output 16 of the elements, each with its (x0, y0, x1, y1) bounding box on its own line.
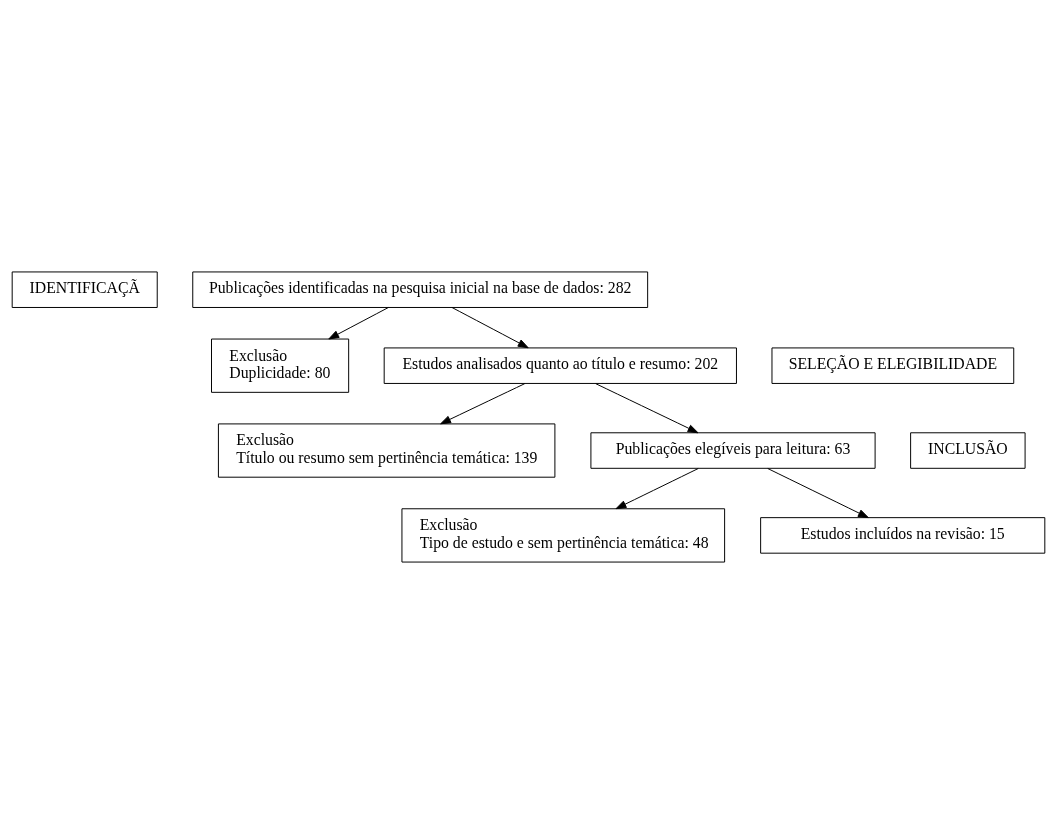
arrow (615, 468, 699, 510)
node-box: Exclusão Tipo de estudo e sem pertinência temática: 48 (401, 508, 726, 563)
arrow (440, 383, 526, 425)
node-box: Publicações elegíveis para leitura: 63 (590, 432, 876, 469)
node-box: INCLUSÃO (910, 432, 1026, 469)
node-box: Exclusão Duplicidade: 80 (211, 338, 350, 393)
node-box: Estudos incluídos na revisão: 15 (760, 517, 1046, 554)
node-box: Publicações identificadas na pesquisa inicial na base de dados: 282 (192, 271, 649, 308)
arrow (328, 307, 389, 340)
node-box: Estudos analisados quanto ao título e resumo: 202 (383, 347, 737, 384)
arrow (767, 468, 869, 519)
arrow (451, 307, 529, 349)
node-box: Exclusão Título ou resumo sem pertinência temática: 139 (217, 423, 556, 478)
node-box: SELEÇÃO E ELEGIBILIDADE (771, 347, 1015, 384)
node-box: IDENTIFICAÇÃ (11, 271, 158, 308)
arrow (595, 383, 699, 434)
